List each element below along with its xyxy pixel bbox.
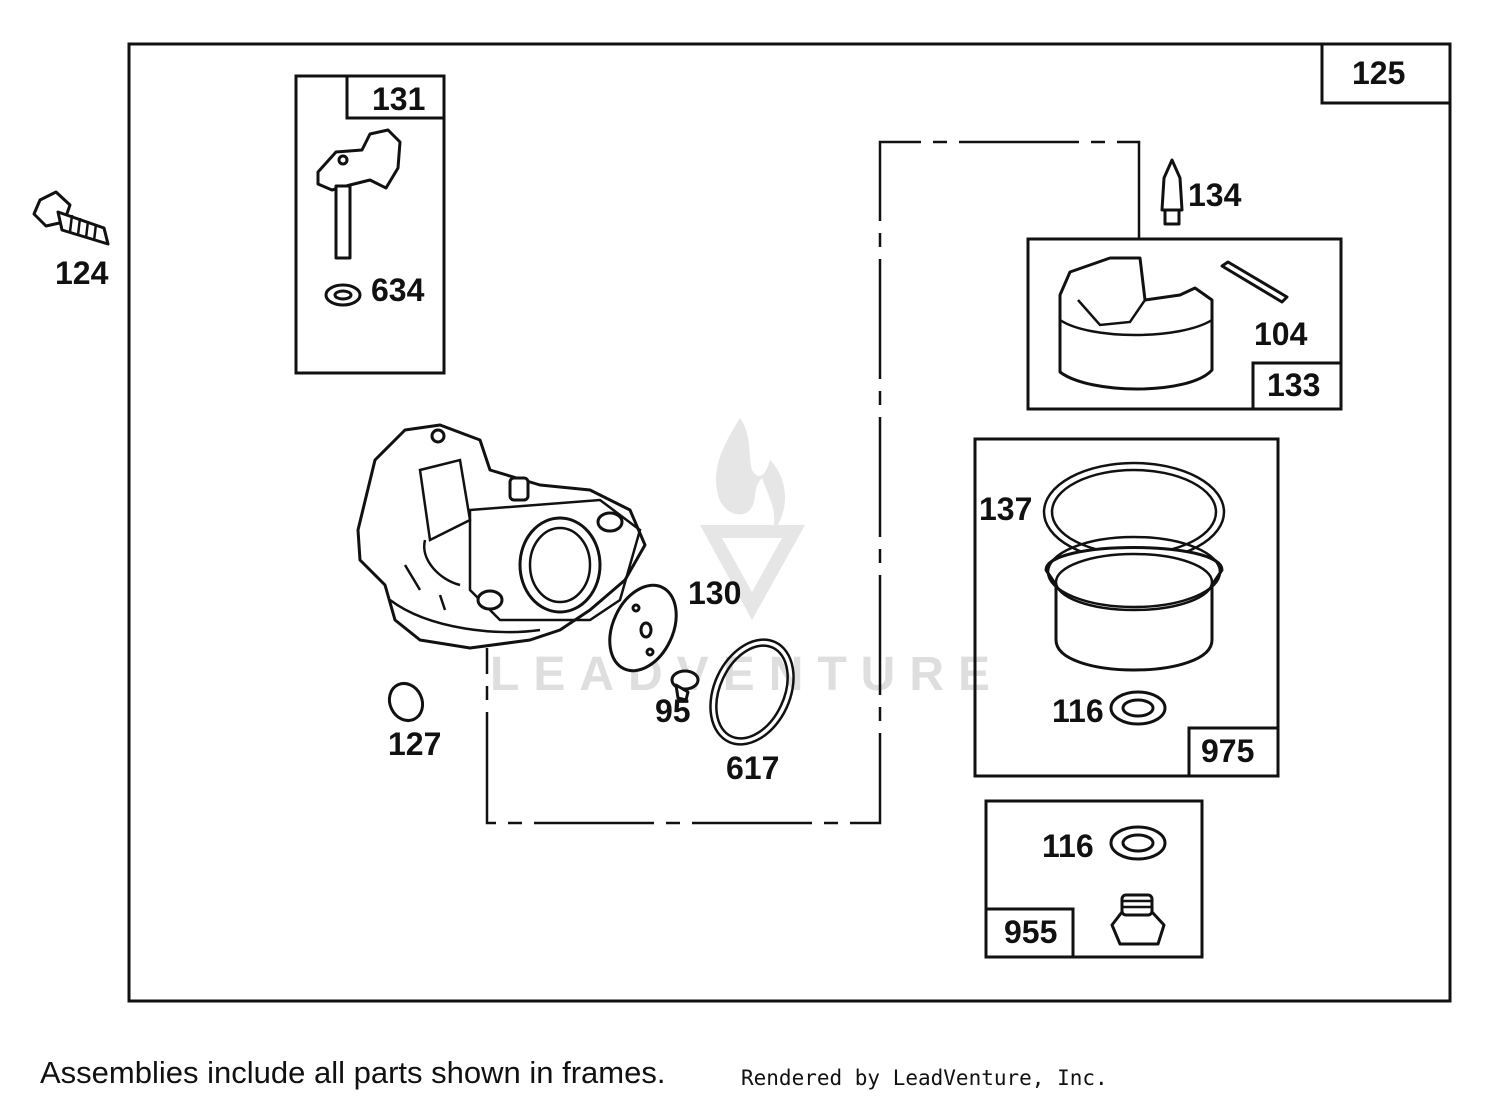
part-label-116-kit-955[interactable]: 116 <box>1042 828 1094 864</box>
tag-box-125 <box>1320 42 1452 105</box>
float-needle-134[interactable] <box>1160 158 1184 226</box>
footer-note: Assemblies include all parts shown in fr… <box>40 1055 666 1090</box>
assembly-frame-125 <box>127 42 1452 1003</box>
throttle-shaft-131[interactable] <box>316 128 402 260</box>
washer-116-kit-955[interactable] <box>1109 825 1167 861</box>
throttle-plate-130[interactable] <box>597 575 689 682</box>
part-label-95[interactable]: 95 <box>655 693 691 729</box>
tag-box-955 <box>984 907 1075 959</box>
carburetor-body[interactable] <box>356 423 647 650</box>
float-133[interactable] <box>1058 256 1214 391</box>
part-label-137[interactable]: 137 <box>979 491 1032 527</box>
kit-frame-133 <box>1026 237 1343 411</box>
welch-plug-127[interactable] <box>383 678 428 726</box>
connector-lines <box>485 140 1141 825</box>
tag-box-133 <box>1251 361 1343 411</box>
part-label-133[interactable]: 133 <box>1267 367 1320 403</box>
part-label-130[interactable]: 130 <box>688 575 741 611</box>
part-label-134[interactable]: 134 <box>1188 177 1242 213</box>
part-label-131[interactable]: 131 <box>372 81 425 117</box>
part-label-104[interactable]: 104 <box>1254 316 1308 352</box>
part-label-955[interactable]: 955 <box>1004 914 1057 950</box>
float-pin-104[interactable] <box>1220 260 1289 304</box>
throttle-screw-95[interactable] <box>670 669 700 702</box>
footer-credit: Rendered by LeadVenture, Inc. <box>741 1066 1108 1090</box>
tag-box-131 <box>345 74 446 120</box>
part-label-116-kit-975[interactable]: 116 <box>1052 693 1104 729</box>
kit-frame-131 <box>294 74 446 375</box>
part-label-617[interactable]: 617 <box>726 750 779 786</box>
watermark-logo <box>700 418 805 620</box>
part-label-124[interactable]: 124 <box>55 255 109 291</box>
kit-frame-975 <box>973 437 1280 778</box>
part-label-634[interactable]: 634 <box>371 272 425 308</box>
watermark-text: LEADVENTURE <box>490 648 1004 701</box>
o-ring-617[interactable] <box>694 626 809 758</box>
kit-frame-955 <box>984 799 1204 959</box>
float-bowl[interactable] <box>1044 535 1224 672</box>
part-label-127[interactable]: 127 <box>388 726 441 762</box>
part-label-975[interactable]: 975 <box>1201 733 1254 769</box>
bowl-nut-955[interactable] <box>1110 893 1166 946</box>
washer-634[interactable] <box>324 283 362 307</box>
part-label-125[interactable]: 125 <box>1352 55 1405 91</box>
bolt-124[interactable] <box>32 190 110 246</box>
washer-116-kit-975[interactable] <box>1109 690 1167 726</box>
tag-box-975 <box>1187 726 1280 778</box>
